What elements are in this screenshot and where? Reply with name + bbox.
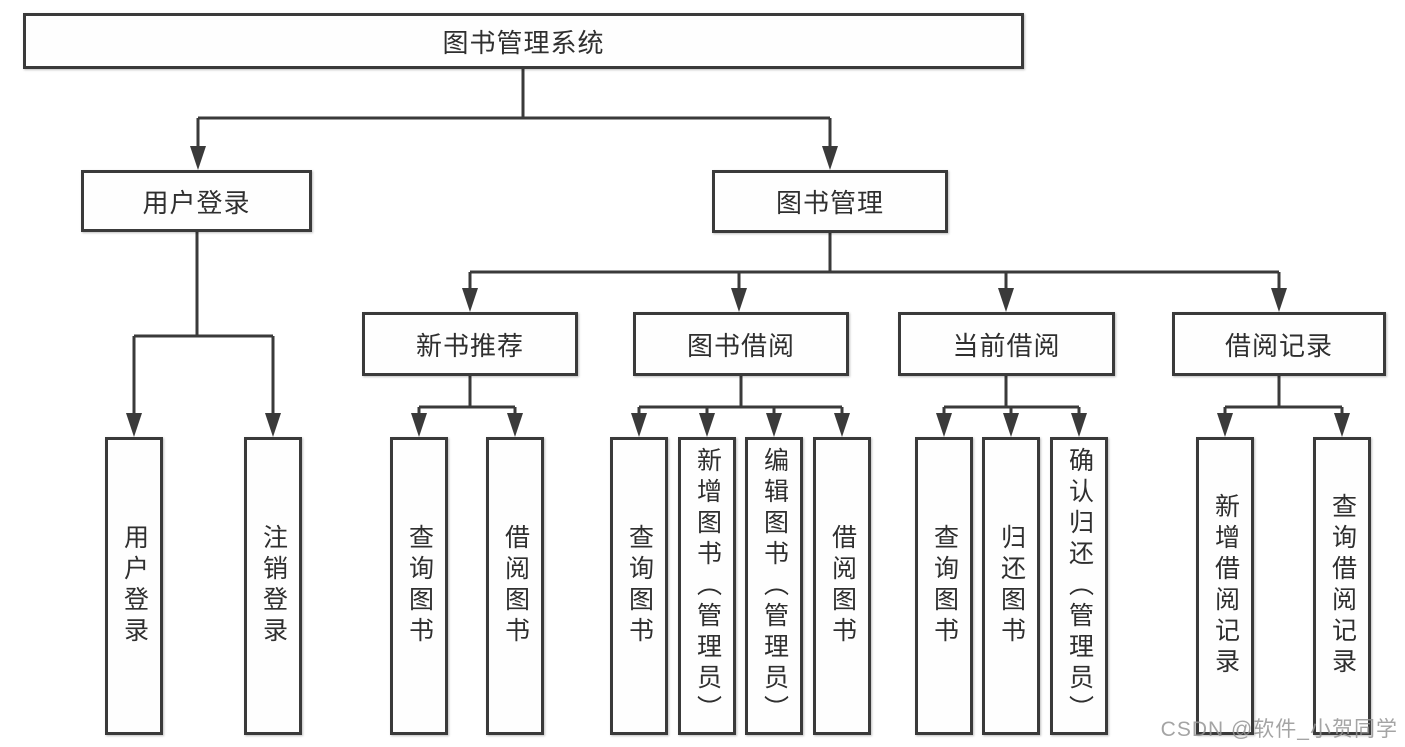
node-current-borrowing: 当前借阅 (898, 312, 1115, 376)
arrow-down-icon (936, 413, 952, 437)
leaf-return-books-label: 归还图书 (997, 524, 1026, 648)
arrow-down-icon (731, 288, 747, 312)
leaf-confirm-return-admin: 确认归还（管理员） (1050, 437, 1108, 735)
node-book-management-label: 图书管理 (775, 188, 884, 218)
arrow-down-icon (1217, 413, 1233, 437)
leaf-edit-books-admin: 编辑图书（管理员） (745, 437, 803, 735)
connector-bookmgmt-to-groups (468, 233, 1281, 292)
arrow-down-icon (265, 413, 281, 437)
node-library-system-label: 图书管理系统 (442, 27, 605, 58)
connector-newbook-to-leaves (417, 376, 517, 417)
arrow-down-icon (462, 288, 478, 312)
leaf-query-books-borrow: 查询图书 (610, 437, 668, 735)
node-library-system: 图书管理系统 (23, 13, 1024, 69)
connector-userlogin-to-leaves (132, 232, 275, 417)
node-user-login: 用户登录 (81, 170, 312, 232)
leaf-add-books-admin-label: 新增图书（管理员） (693, 446, 722, 726)
leaf-borrow-books: 借阅图书 (813, 437, 871, 735)
leaf-query-books-current: 查询图书 (915, 437, 973, 735)
leaf-query-borrow-record-label: 查询借阅记录 (1328, 493, 1357, 679)
leaf-borrow-books-recommend: 借阅图书 (486, 437, 544, 735)
arrow-down-icon (1334, 413, 1350, 437)
watermark: CSDN @软件_小贺同学 (1160, 718, 1398, 741)
arrow-down-icon (834, 413, 850, 437)
arrow-down-icon (1003, 413, 1019, 437)
connector-root-to-level2 (196, 67, 832, 150)
leaf-query-books-current-label: 查询图书 (930, 524, 959, 648)
arrow-down-icon (1071, 413, 1087, 437)
arrow-down-icon (1271, 288, 1287, 312)
arrow-down-icon (190, 146, 206, 170)
leaf-add-borrow-record-label: 新增借阅记录 (1211, 493, 1240, 679)
node-book-borrowing-label: 图书借阅 (686, 330, 795, 361)
leaf-user-login-label: 用户登录 (120, 524, 149, 648)
node-new-book-recommend: 新书推荐 (362, 312, 578, 376)
leaf-query-books-borrow-label: 查询图书 (625, 524, 654, 648)
leaf-edit-books-admin-label: 编辑图书（管理员） (760, 446, 789, 726)
node-borrow-records: 借阅记录 (1172, 312, 1386, 376)
leaf-return-books: 归还图书 (982, 437, 1040, 735)
arrow-down-icon (998, 288, 1014, 312)
node-borrow-records-label: 借阅记录 (1224, 330, 1333, 361)
leaf-query-borrow-record: 查询借阅记录 (1313, 437, 1371, 735)
leaf-add-borrow-record: 新增借阅记录 (1196, 437, 1254, 735)
leaf-user-login: 用户登录 (105, 437, 163, 735)
leaf-logout: 注销登录 (244, 437, 302, 735)
arrow-down-icon (507, 413, 523, 437)
arrow-down-icon (631, 413, 647, 437)
node-book-management: 图书管理 (712, 170, 948, 233)
arrow-down-icon (766, 413, 782, 437)
node-current-borrowing-label: 当前借阅 (952, 330, 1061, 361)
leaf-query-books-recommend: 查询图书 (390, 437, 448, 735)
arrow-down-icon (411, 413, 427, 437)
connector-current-to-leaves (942, 376, 1081, 417)
node-user-login-label: 用户登录 (142, 187, 251, 218)
leaf-logout-label: 注销登录 (259, 524, 288, 648)
arrow-down-icon (822, 146, 838, 170)
leaf-confirm-return-admin-label: 确认归还（管理员） (1065, 446, 1094, 726)
leaf-query-books-recommend-label: 查询图书 (405, 524, 434, 648)
arrow-down-icon (126, 413, 142, 437)
leaf-borrow-books-recommend-label: 借阅图书 (501, 524, 530, 648)
arrow-down-icon (699, 413, 715, 437)
connector-records-to-leaves (1223, 376, 1344, 417)
leaf-borrow-books-label: 借阅图书 (828, 524, 857, 648)
connector-borrow-to-leaves (637, 376, 844, 417)
node-book-borrowing: 图书借阅 (633, 312, 849, 376)
leaf-add-books-admin: 新增图书（管理员） (678, 437, 736, 735)
node-new-book-recommend-label: 新书推荐 (415, 330, 524, 361)
